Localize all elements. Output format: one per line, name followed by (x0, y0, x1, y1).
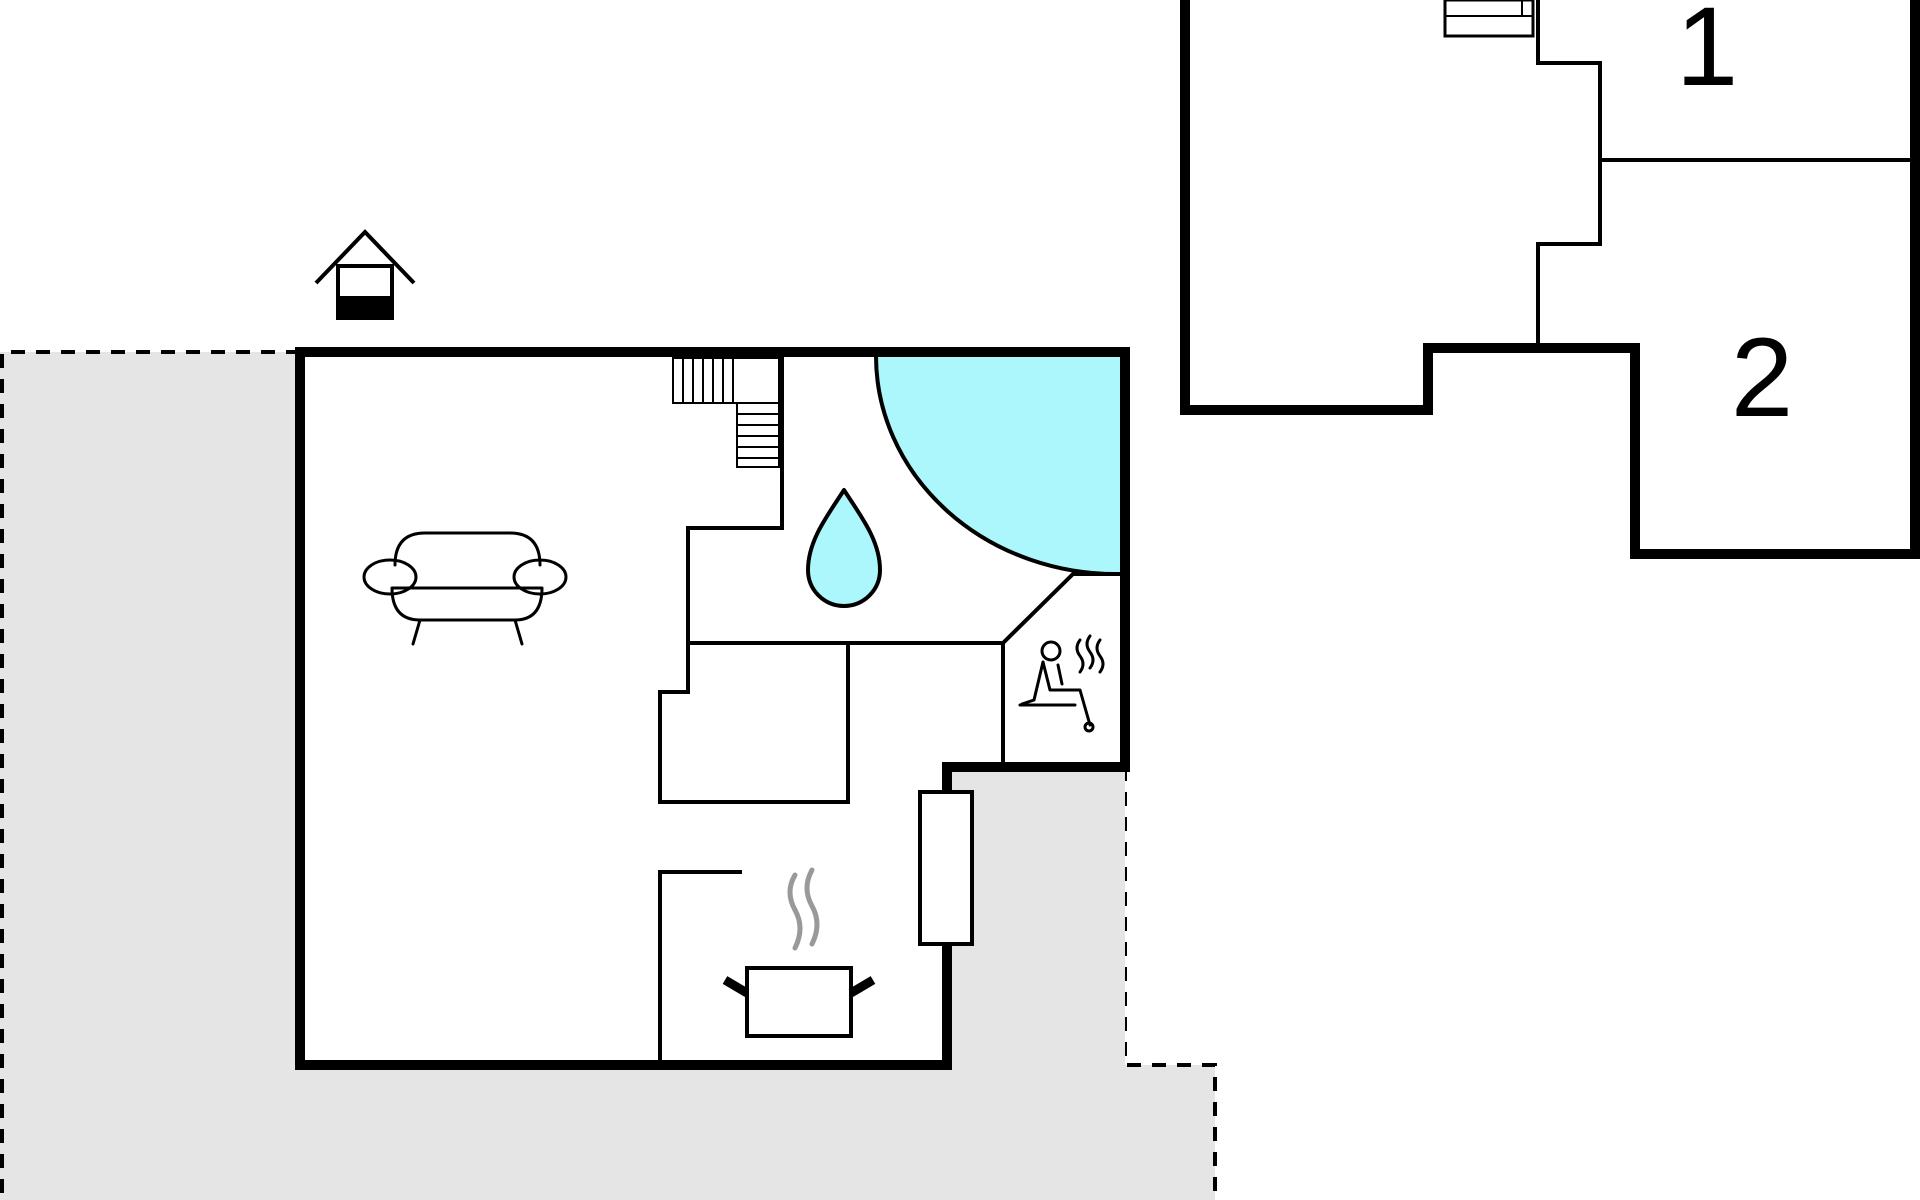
room-label-1: 1 (1676, 0, 1738, 109)
stairs-icon (672, 357, 780, 468)
sofa-icon (362, 531, 568, 646)
entrance-icon (314, 229, 416, 320)
pool (876, 356, 1120, 575)
main-house-outline (295, 347, 1130, 1070)
cooking-pot-icon (722, 867, 876, 1038)
interior-walls (658, 354, 1122, 1062)
main-house (295, 347, 1130, 1070)
room-label-2: 2 (1731, 315, 1793, 440)
secondary-building: 1 2 (1180, 0, 1920, 559)
water-drop-icon (806, 488, 882, 608)
bench-icon (1443, 0, 1535, 38)
sauna-icon (1018, 634, 1105, 733)
kitchen-counter (918, 790, 974, 946)
